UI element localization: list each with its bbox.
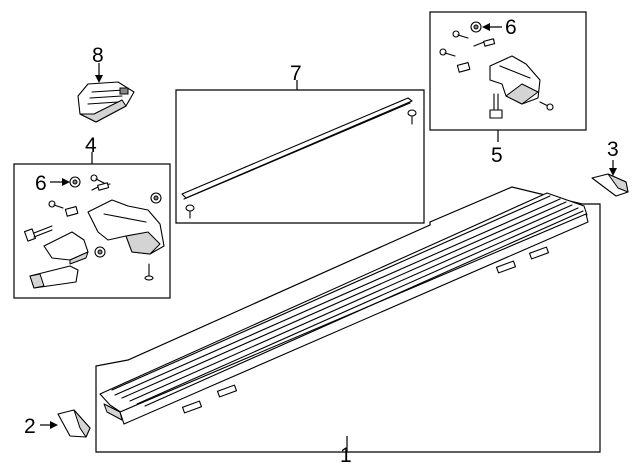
running-board-rib [111,195,551,391]
callout-8: 8 [92,44,104,67]
running-board-front-face [119,213,589,425]
callout-5: 5 [491,144,503,167]
running-board-rib [136,207,579,405]
mounting-bracket-shade [125,231,161,255]
running-board-rib [114,198,561,396]
bolt [452,30,469,39]
end-cap-right-part[interactable]: 3 [591,138,629,197]
callout-7: 7 [290,62,302,85]
module-connector [119,87,129,95]
nut-hole [473,24,479,30]
running-board-rib [129,204,573,402]
mount-slot [528,246,550,260]
bracket-kit-5-part[interactable]: 5 6 [429,11,587,167]
end-cap-left-shade [73,409,91,438]
mount-slot [181,400,203,414]
running-board-rib [121,201,567,399]
mount-slot [495,260,517,274]
clip-screw [185,204,195,219]
module-ridge [91,89,125,93]
moulding-strip-part[interactable]: 7 [175,62,425,224]
running-board-part[interactable]: 1 [95,186,601,467]
running-board-body [99,192,588,414]
hex-bolt [23,225,53,242]
bracket-end-cap-shade [29,273,45,289]
bracket-edge [103,213,147,223]
hex-bolt [489,93,503,119]
control-module-part[interactable]: 8 [77,44,135,123]
callout-8-arrow [95,75,103,83]
callout-4: 4 [85,134,97,157]
callout-6b-arrow [482,23,490,31]
end-cap-left-part[interactable]: 2 [24,409,91,438]
end-cap-right-shade [607,173,629,193]
clip-screw [407,109,417,125]
callout-3: 3 [607,138,619,161]
nut-hole [97,249,103,255]
mount-slot [216,384,238,398]
callout-2: 2 [24,415,36,438]
bolt [144,263,154,281]
mounting-bracket-shade [505,83,539,105]
module-ridge [89,95,123,99]
nut-hole [153,195,159,201]
module-ridge [87,101,119,105]
callout-2-arrow [50,421,58,429]
moulding-strip [181,97,413,199]
clip [483,38,496,47]
bolt [439,48,456,57]
callout-1: 1 [340,444,352,467]
callout-3-arrow [609,168,617,176]
bracket-arm-shade [69,251,89,265]
spacer [456,61,471,73]
running-board-rib [144,210,584,407]
moulding-strip-edge [183,102,411,200]
nut-hole [72,179,78,185]
clip [97,182,110,191]
callout-6a-arrow [62,178,70,186]
bolt [539,101,554,111]
running-board-end-cap [103,403,123,421]
callout-6b: 6 [505,16,517,39]
bolt [90,174,105,184]
bolt [48,200,64,209]
bracket-kit-4-part[interactable]: 4 6 [13,134,171,299]
spacer [64,205,79,217]
control-module-shade [79,99,127,123]
bracket-edge [499,65,531,79]
callout-6a: 6 [35,172,47,195]
